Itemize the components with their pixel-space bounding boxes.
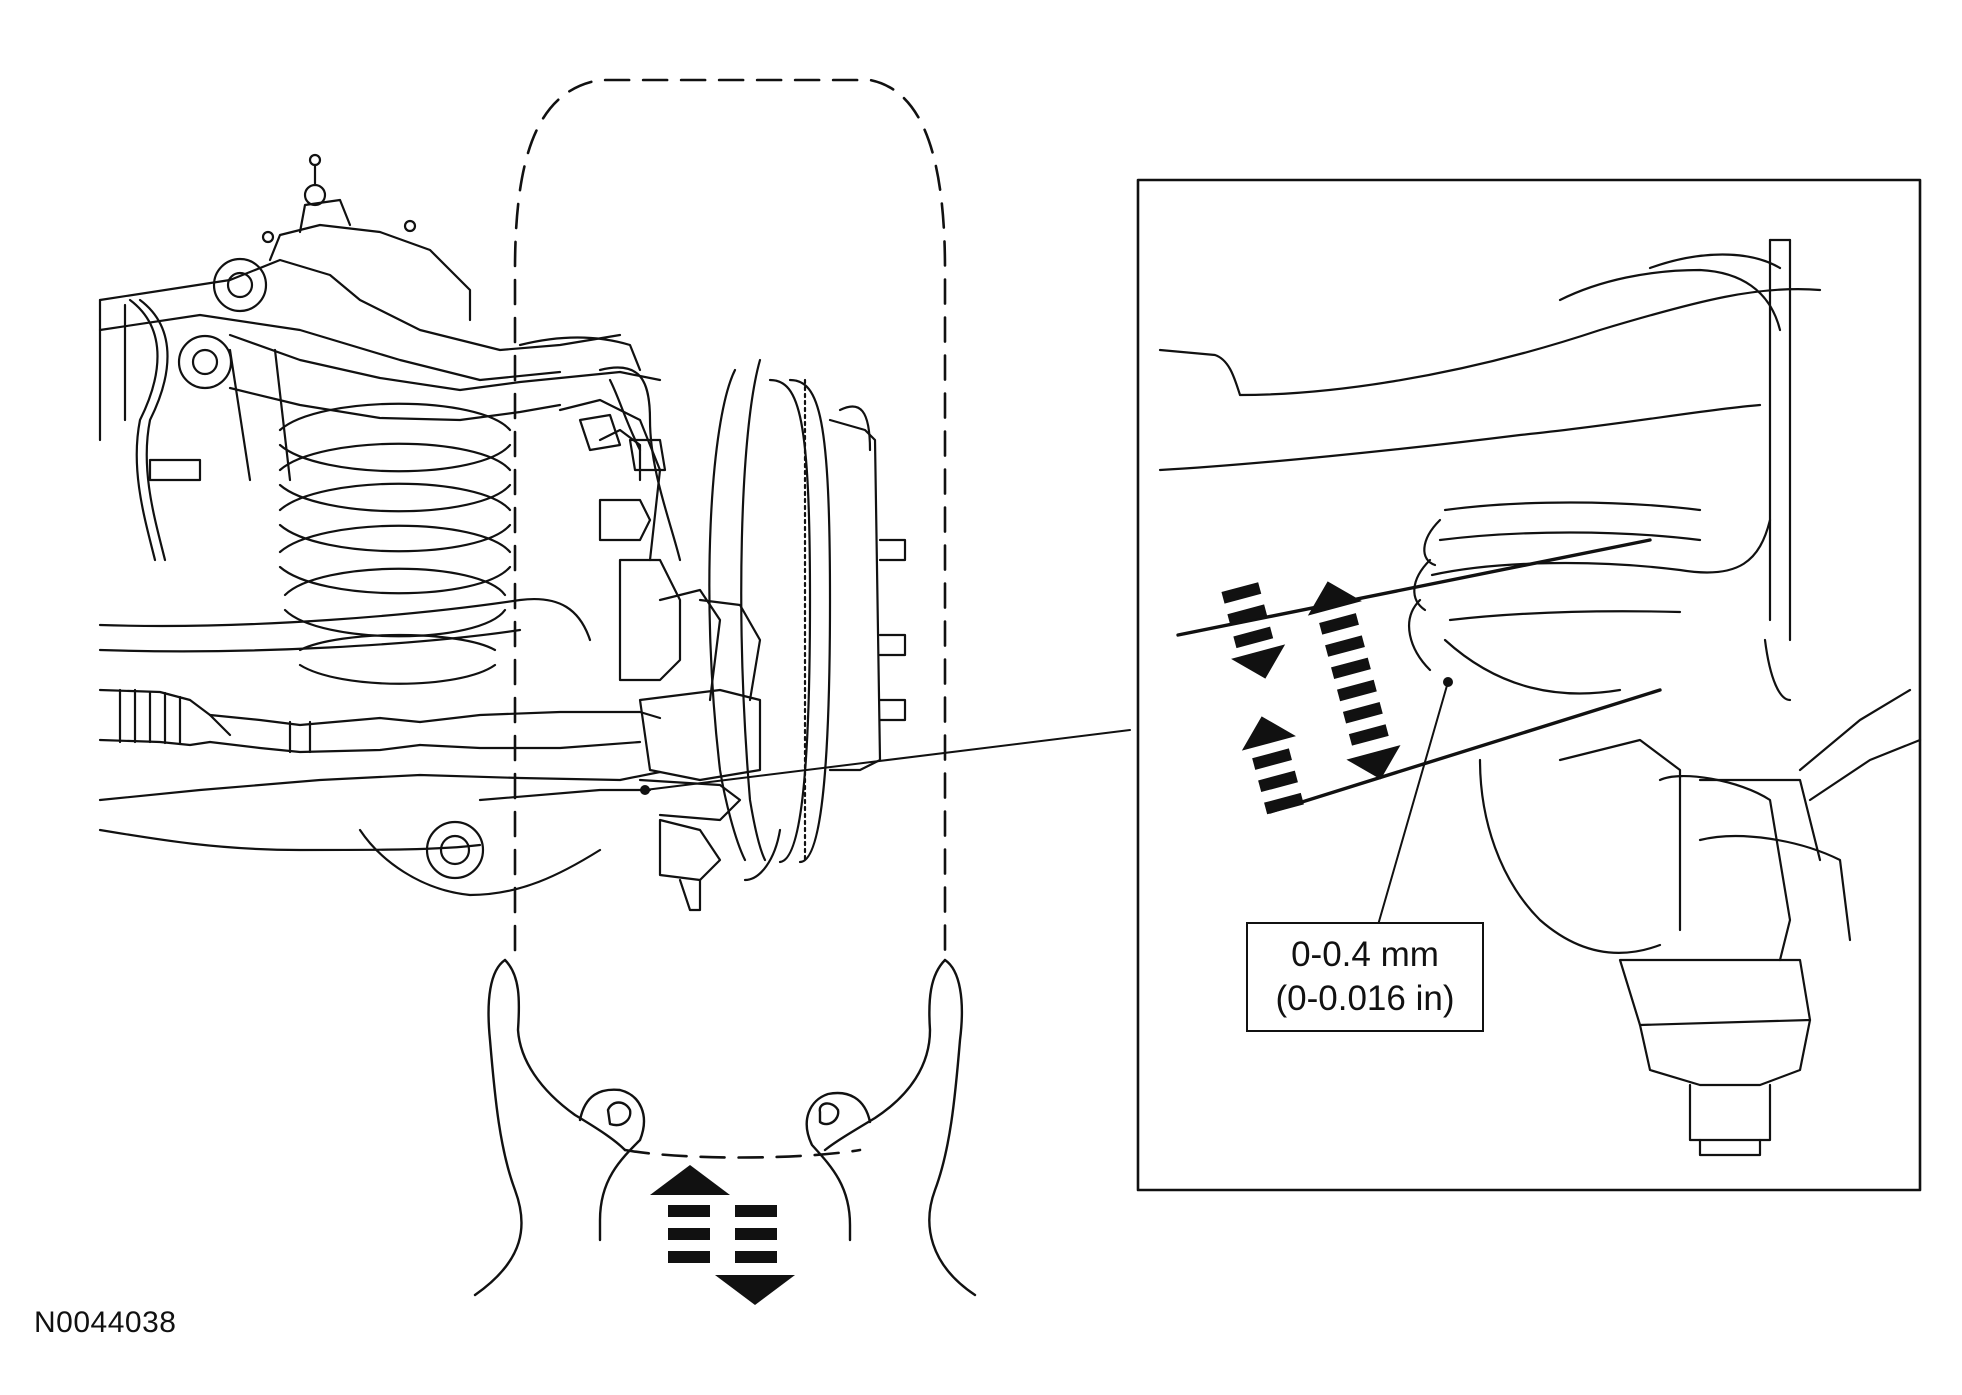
brake-rotor: [708, 358, 882, 882]
coil-spring: [278, 402, 512, 685]
ball-joint-detail: [1158, 238, 1922, 1157]
tire-bottom-dashed: [623, 1148, 862, 1159]
hand-icon: [473, 958, 646, 1297]
spec-imperial: (0-0.016 in): [1275, 979, 1455, 1018]
double-arrow-icon: [650, 1165, 795, 1305]
spec-metric: 0-0.4 mm: [1291, 935, 1439, 974]
clearance-spec-callout: 0-0.4 mm (0-0.016 in): [1246, 922, 1484, 1032]
double-arrow-icon: [1221, 581, 1401, 815]
steering-knuckle: [558, 398, 762, 912]
tire-outline-dashed: [513, 78, 947, 952]
leader-line: [644, 729, 1131, 791]
lower-control-arm: [98, 770, 662, 897]
figure-id: N0044038: [34, 1306, 177, 1339]
detail-inset-frame: [1136, 178, 1922, 1192]
hand-icon: [805, 958, 977, 1297]
suspension-assembly: [98, 153, 907, 912]
steering-tie-rod: [98, 688, 662, 754]
